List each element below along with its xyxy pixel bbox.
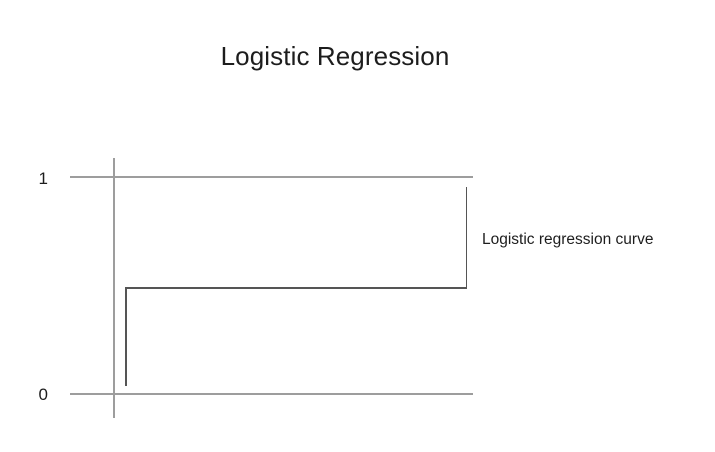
logistic-curve-segment-right-riser [465, 187, 467, 288]
logistic-curve-segment-plateau [125, 287, 467, 289]
page-title: Logistic Regression [220, 41, 450, 71]
gridline-y-one [70, 176, 473, 178]
gridline-y-zero [70, 393, 473, 395]
y-axis-tick-label-one: 1 [38, 169, 48, 188]
logistic-curve-segment-left-riser [125, 287, 127, 386]
y-axis-line [113, 158, 115, 418]
y-axis-tick-label-zero: 0 [38, 385, 48, 404]
curve-annotation-label: Logistic regression curve [482, 231, 654, 248]
